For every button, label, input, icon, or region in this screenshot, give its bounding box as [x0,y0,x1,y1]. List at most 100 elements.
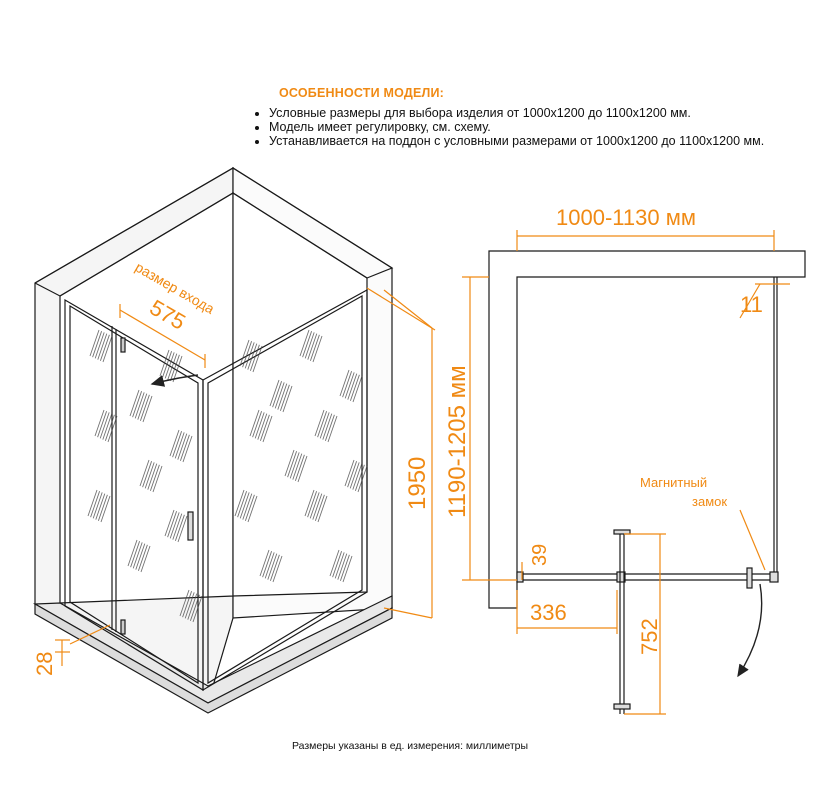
glass-hatch-stroke [174,514,185,541]
glass-hatch-stroke [89,329,100,357]
glass-hatch-stroke [149,464,160,491]
glass-hatch-stroke [169,354,180,381]
fixed-panel-value: 336 [530,600,567,625]
glass-hatch-stroke [297,455,308,483]
glass-hatch-stroke [304,489,315,517]
glass-hatch-stroke [139,459,150,487]
glass-hatch-stroke [349,462,360,489]
glass-hatch-stroke [139,394,150,421]
glass-hatch-stroke [169,429,180,457]
glass-hatch-stroke [172,355,183,383]
glass-hatch-stroke [162,351,173,378]
glass-hatch-stroke [177,433,188,460]
plan-swing-arc [737,583,763,678]
iso-dimensions [55,287,436,666]
glass-hatch-stroke [242,341,253,368]
glass-hatch-stroke [357,465,368,493]
glass-hatch-stroke [332,551,343,578]
side-panel [202,288,368,692]
glass-hatch-stroke [262,551,273,578]
magnet-label-2: замок [692,494,727,509]
glass-hatch-stroke [337,553,348,580]
glass-hatch-stroke [319,412,330,439]
glass-hatch-stroke [267,553,278,580]
glass-hatch-stroke [352,375,363,403]
glass-hatch-stroke [307,333,318,360]
glass-hatch-stroke [312,493,323,520]
glass-hatch-stroke [140,545,151,573]
glass-hatch-stroke [344,372,355,399]
depth-value: 1190-1205 мм [444,365,471,518]
glass-hatch-stroke [304,332,315,359]
glass-hatch-stroke [239,492,250,519]
glass-hatch-stroke [299,329,310,357]
glass-hatch-stroke [144,462,155,489]
magnet-label-1: Магнитный [640,475,707,490]
glass-hatch-stroke [249,409,260,437]
glass-hatch-stroke [172,513,183,540]
glass-hatch-stroke [314,409,325,437]
glass-hatch-stroke [92,492,103,519]
glass-hatch-stroke [282,385,293,413]
glass-hatch-stroke [347,373,358,400]
glass-hatch-stroke [302,331,313,358]
glass-hatch-stroke [342,555,353,583]
plan-view [488,250,806,714]
glass-hatch-stroke [237,491,248,518]
glass-hatch-stroke [289,452,300,479]
glass-hatch-stroke [294,454,305,481]
glass-hatch-stroke [247,495,258,523]
glass-hatch-stroke [279,384,290,411]
glass-hatch-stroke [167,511,178,538]
glass-hatch-stroke [169,512,180,539]
glass-hatch-stroke [182,435,193,463]
plan-width-value: 1000-1130 мм [556,205,696,230]
glass-hatch-stroke [174,432,185,459]
glass-hatch-stroke [152,465,163,493]
glass-hatch-stroke [344,459,355,487]
feature-item: Устанавливается на поддон с условными ра… [269,134,772,148]
glass-hatch-stroke [137,393,148,420]
glass-hatch-stroke [309,492,320,519]
isometric-view [32,166,394,714]
glass-hatch-stroke [102,413,113,440]
glass-hatch-stroke [342,371,353,398]
glass-hatch-stroke [102,335,113,363]
glass-hatch-stroke [339,554,350,581]
plan-wall-top [488,250,806,609]
glass-hatch-stroke [287,451,298,478]
units-footnote: Размеры указаны в ед. измерения: миллиме… [291,740,529,752]
glass-hatch-stroke [339,369,350,397]
glass-hatch-stroke [192,595,203,623]
glass-hatch-stroke [97,411,108,438]
glass-hatch-stroke [269,554,280,581]
glass-hatch-stroke [254,412,265,439]
glass-hatch-stroke [94,332,105,359]
glass-hatch-stroke [257,413,268,440]
glass-hatch-stroke [184,592,195,619]
glass-hatch-stroke [94,409,105,437]
glass-hatch-stroke [167,353,178,380]
glass-hatch-stroke [259,414,270,441]
glass-hatch-stroke [137,544,148,571]
glass-hatch-stroke [312,335,323,363]
glass-hatch-stroke [142,395,153,423]
glass-hatch-stroke [324,414,335,441]
glass-hatch-stroke [130,541,141,568]
glass-hatch-stroke [252,411,263,438]
glass-hatch-stroke [234,489,245,517]
glass-hatch-stroke [142,461,153,488]
glass-hatch-stroke [147,463,158,490]
glass-hatch-stroke [164,509,175,537]
glass-hatch-stroke [274,382,285,409]
glass-hatch-stroke [244,342,255,369]
glass-hatch-stroke [179,434,190,461]
glass-hatch-stroke [244,494,255,521]
glass-hatch-stroke [97,333,108,360]
glass-hatch-stroke [284,449,295,477]
glass-hatch-stroke [259,549,270,577]
glass-hatch-stroke [100,495,111,523]
glass-hatch-stroke [272,381,283,408]
glass-hatch-stroke [272,555,283,583]
